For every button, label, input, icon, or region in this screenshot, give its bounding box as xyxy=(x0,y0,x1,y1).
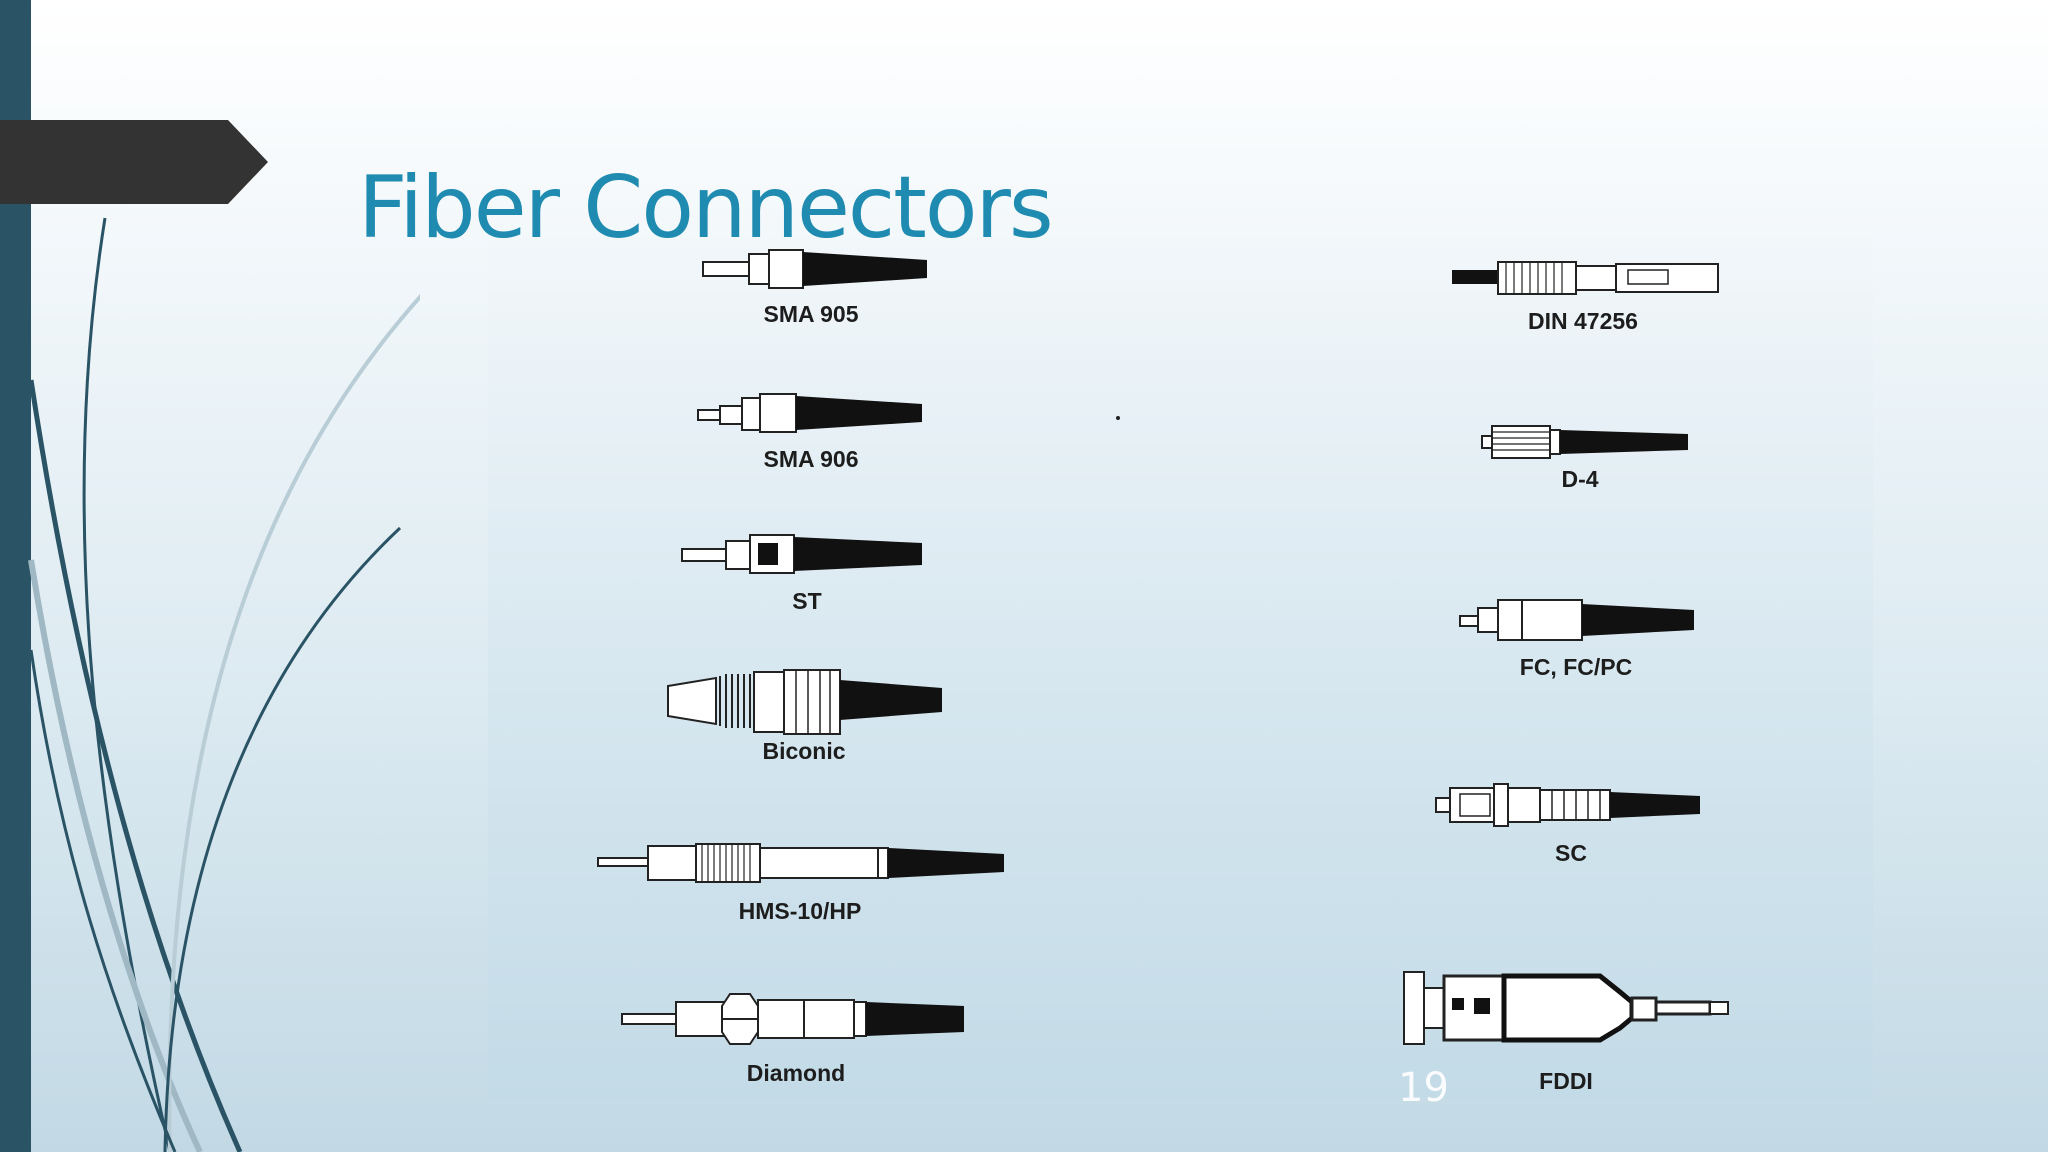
sma906-drawing xyxy=(696,390,936,438)
label-d4: D-4 xyxy=(1561,466,1599,492)
label-sc: SC xyxy=(1555,840,1587,866)
fc-drawing xyxy=(1458,596,1708,644)
din-drawing xyxy=(1450,256,1730,300)
label-diamond: Diamond xyxy=(746,1060,846,1086)
label-biconic: Biconic xyxy=(762,738,846,764)
connector-figure: SMA 905 SMA 906 ST xyxy=(488,238,1873,1098)
sma905-drawing xyxy=(701,246,941,294)
d4-drawing xyxy=(1480,420,1700,464)
st-drawing xyxy=(680,531,940,579)
label-hms: HMS-10/HP xyxy=(738,898,862,924)
decorative-curves xyxy=(28,217,420,1152)
page-number: 19 xyxy=(1398,1065,1449,1111)
label-din: DIN 47256 xyxy=(1528,308,1638,334)
stray-dot xyxy=(1116,416,1120,420)
label-sma905: SMA 905 xyxy=(763,301,859,327)
diamond-drawing xyxy=(620,990,980,1048)
biconic-drawing xyxy=(666,668,956,738)
fddi-drawing xyxy=(1400,968,1740,1048)
label-sma906: SMA 906 xyxy=(763,446,859,472)
title-arrow-banner xyxy=(0,120,268,204)
label-st: ST xyxy=(792,588,822,614)
label-fc: FC, FC/PC xyxy=(1519,654,1633,680)
sc-drawing xyxy=(1434,780,1714,830)
hms-drawing xyxy=(596,838,1016,888)
label-fddi: FDDI xyxy=(1539,1068,1593,1094)
